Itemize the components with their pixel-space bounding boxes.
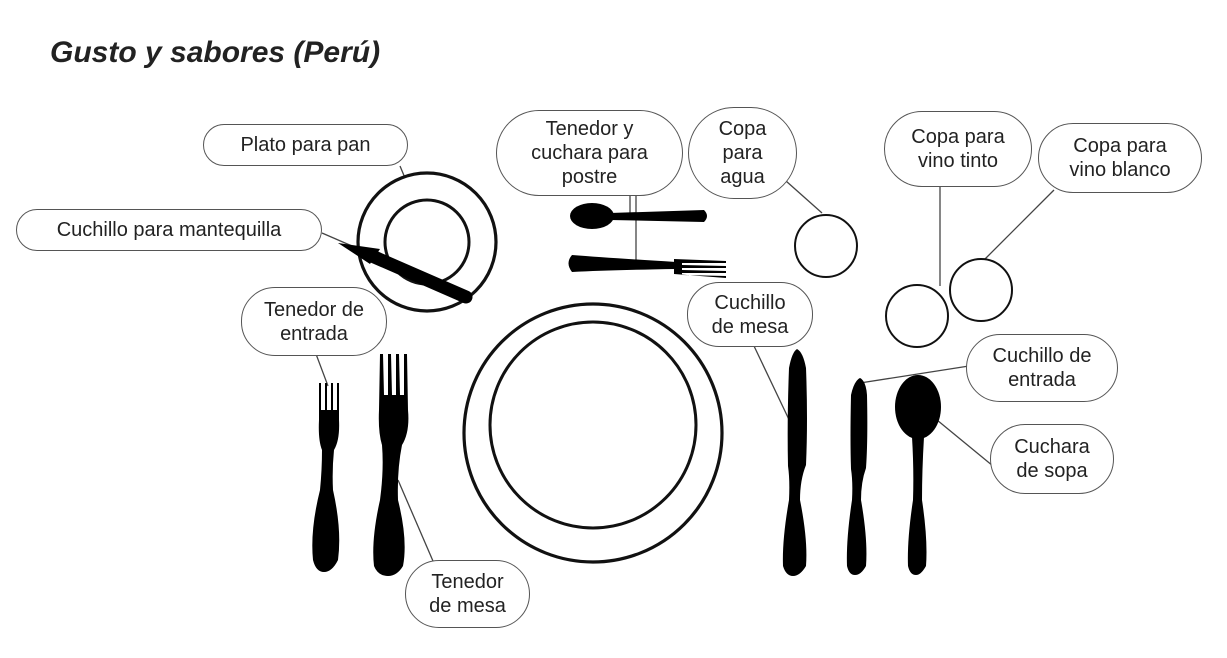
label-white-wine-glass: Copa para vino blanco xyxy=(1038,123,1202,193)
label-soup-spoon: Cuchara de sopa xyxy=(990,424,1114,494)
white-wine-glass xyxy=(949,258,1013,322)
label-red-wine-glass: Copa para vino tinto xyxy=(884,111,1032,187)
butter-knife xyxy=(338,243,473,304)
soup-spoon xyxy=(895,375,941,575)
page-title: Gusto y sabores (Perú) xyxy=(50,36,381,69)
label-dessert-cutlery: Tenedor y cuchara para postre xyxy=(496,110,683,196)
label-salad-fork: Tenedor de entrada xyxy=(241,287,387,356)
bread-plate xyxy=(356,171,498,313)
salad-fork xyxy=(312,383,340,572)
dinner-knife xyxy=(782,349,807,576)
dessert-fork xyxy=(568,255,726,278)
red-wine-glass xyxy=(885,284,949,348)
leader-lines xyxy=(315,165,1055,569)
label-dinner-knife: Cuchillo de mesa xyxy=(687,282,813,347)
dinner-plate-inner xyxy=(488,320,698,530)
water-glass xyxy=(794,214,858,278)
label-dinner-fork: Tenedor de mesa xyxy=(405,560,530,628)
dinner-plate xyxy=(462,302,724,564)
label-bread-plate: Plato para pan xyxy=(203,124,408,166)
label-salad-knife: Cuchillo de entrada xyxy=(966,334,1118,402)
label-water-glass: Copa para agua xyxy=(688,107,797,199)
dessert-spoon xyxy=(570,203,707,229)
salad-knife xyxy=(846,378,868,575)
dinner-fork xyxy=(373,354,409,576)
label-butter-knife: Cuchillo para mantequilla xyxy=(16,209,322,251)
